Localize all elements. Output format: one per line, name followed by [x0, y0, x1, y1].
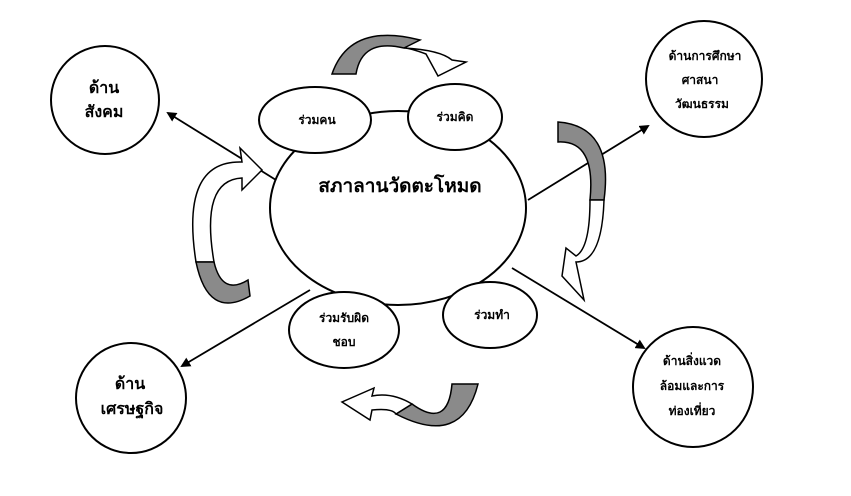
cycle-arrow-left-outline	[192, 145, 264, 263]
label-environment-line3: ท่องเที่ยว	[669, 402, 716, 418]
label-education-line1: ด้านการศึกษา	[669, 49, 742, 63]
label-join-responsibility-line1: ร่วมรับผิด	[319, 311, 369, 325]
label-economy-line1: ด้าน	[115, 374, 145, 393]
arrow-to-environment	[511, 267, 646, 350]
label-join-responsibility-line2: ชอบ	[333, 335, 356, 349]
label-join-think: ร่วมคิด	[437, 110, 474, 124]
center-label: สภาลานวัดตะโหมด	[318, 174, 481, 197]
ellipse-join-people	[258, 86, 372, 154]
cycle-arrow-right-outline	[561, 199, 605, 303]
cycle-arrow-right-shaded	[557, 121, 607, 201]
label-social-line2: สังคม	[85, 102, 124, 121]
cycle-arrow-top-outline	[403, 47, 469, 77]
ellipse-join-think	[407, 83, 503, 151]
label-social-line1: ด้าน	[89, 78, 119, 97]
label-environment-line1: ด้านสิ่งแวด	[663, 352, 721, 368]
circle-education	[645, 20, 763, 138]
circle-environment	[632, 326, 754, 448]
ellipse-join-responsibility	[288, 291, 400, 369]
label-join-people: ร่วมคน	[298, 113, 336, 127]
label-environment-line2: ล้อมและการ	[660, 379, 725, 393]
circle-social	[50, 45, 160, 155]
cycle-arrow-bottom-outline	[340, 386, 414, 422]
circle-economy	[75, 342, 187, 454]
cycle-arrow-left-shaded	[195, 261, 251, 304]
label-education-line2: ศาสนา	[682, 73, 719, 87]
cycle-arrow-top-shaded	[330, 34, 423, 75]
arrow-to-economy	[180, 289, 311, 368]
ellipse-join-do	[442, 281, 538, 349]
label-education-line3: วัฒนธรรม	[675, 97, 729, 111]
center-ellipse	[269, 110, 527, 306]
label-economy-line2: เศรษฐกิจ	[101, 399, 164, 419]
label-join-do: ร่วมทำ	[474, 308, 510, 322]
